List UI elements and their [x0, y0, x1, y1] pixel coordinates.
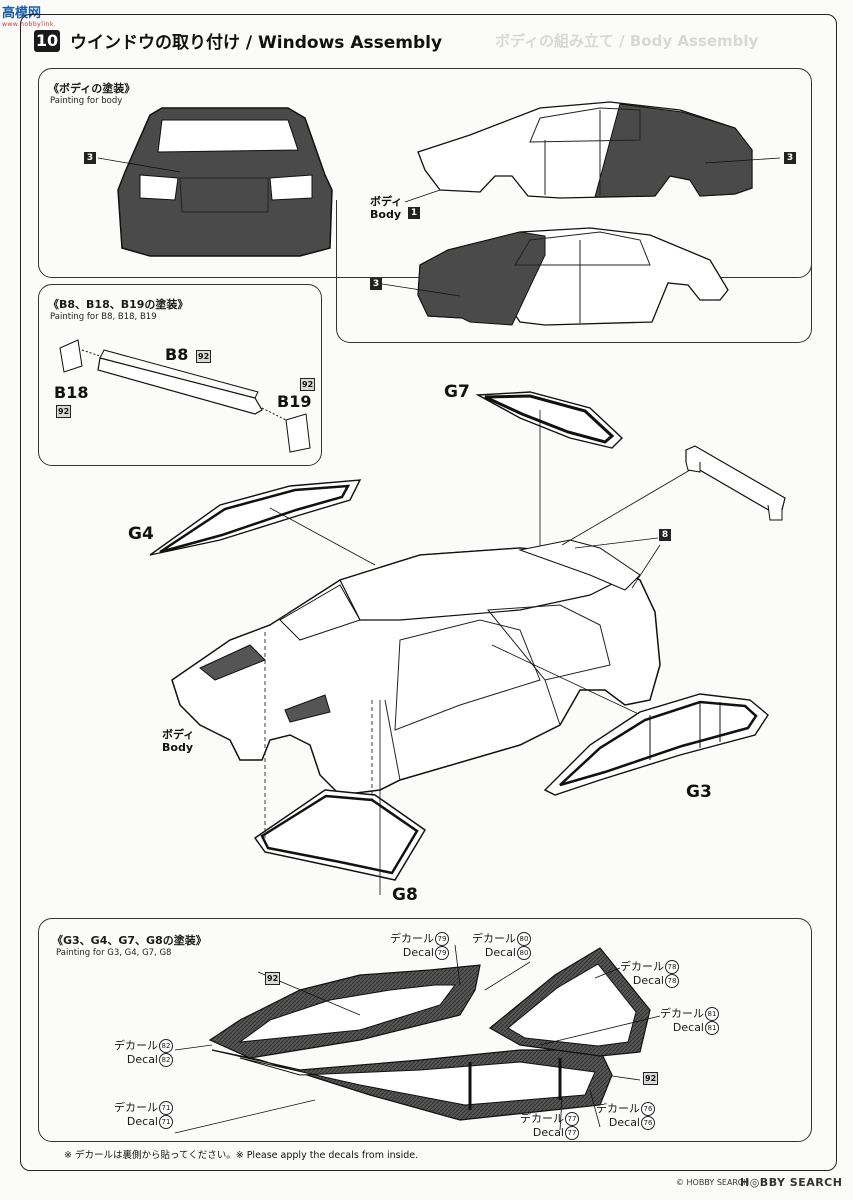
body-painting-box-extension	[336, 200, 812, 343]
g8-window-drawing	[253, 632, 427, 895]
step-frame	[20, 14, 837, 1171]
step-number-badge: 10	[34, 30, 60, 52]
g4-label: G4	[128, 524, 154, 544]
b19-label: B19	[277, 392, 312, 411]
glass-paint-tag-top: 92	[265, 972, 281, 985]
car-rear-view	[97, 107, 333, 257]
b19-paint-tag: 92	[300, 378, 316, 391]
show-through-text: ボディの組み立て / Body Assembly	[495, 32, 759, 50]
paint-3-tag-side-left: 3	[370, 278, 382, 290]
decal-application-note: ※ デカールは裏側から貼ってください。※ Please apply the de…	[64, 1150, 419, 1161]
b8-paint-tag: 92	[196, 350, 212, 363]
g7-label: G7	[444, 382, 470, 402]
painted-glass-g3-drawing	[211, 1049, 613, 1121]
glass-paint-tag-right: 92	[643, 1072, 659, 1085]
step-title: ウインドウの取り付け / Windows Assembly	[70, 33, 443, 53]
wing-paint-8-tag: 8	[659, 529, 671, 541]
b-parts-painting-subtitle: Painting for B8, B18, B19	[50, 312, 157, 322]
body-painting-title: 《ボディの塗装》	[48, 82, 136, 95]
b-parts-painting-title: 《B8、B18、B19の塗装》	[48, 298, 189, 311]
g3-window-drawing	[543, 693, 769, 796]
watermark-brand: H◎BBY SEARCH	[740, 1176, 843, 1189]
g7-window-drawing	[475, 391, 624, 560]
painted-glass-g4-drawing	[208, 964, 481, 1059]
car-side-view-left	[381, 227, 729, 326]
g4-window-drawing	[149, 479, 376, 566]
g8-label: G8	[392, 885, 418, 905]
main-car-body	[171, 469, 691, 796]
b-parts-drawing	[59, 339, 311, 453]
b-parts-painting-box	[38, 284, 322, 466]
b8-label: B8	[165, 345, 189, 364]
glass-painting-title: 《G3、G4、G7、G8の塗装》	[52, 934, 207, 947]
g3-label: G3	[686, 782, 712, 802]
paint-3-tag-rear: 3	[84, 152, 96, 164]
decal-leader-lines	[174, 944, 661, 1134]
glass-painting-box	[38, 918, 812, 1142]
rear-wing-drawing	[685, 445, 786, 521]
body-part-tag: 1	[408, 207, 420, 219]
car-side-view-right	[404, 101, 781, 203]
painted-glass-g7-drawing	[488, 947, 651, 1057]
body-painting-subtitle: Painting for body	[50, 96, 123, 106]
copyright-mark: © HOBBY SEARCH	[676, 1178, 750, 1187]
glass-painting-subtitle: Painting for G3, G4, G7, G8	[56, 948, 172, 958]
b18-paint-tag: 92	[56, 405, 72, 418]
b18-label: B18	[54, 383, 89, 402]
paint-3-tag-side-right: 3	[784, 152, 796, 164]
